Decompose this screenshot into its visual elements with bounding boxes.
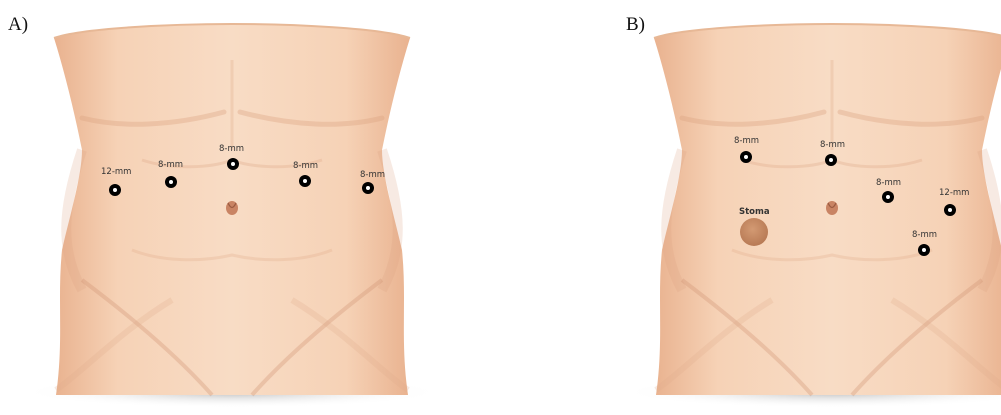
port-label: 8-mm <box>219 144 244 154</box>
port-label: 12-mm <box>939 188 969 198</box>
stoma-marker: Stoma <box>739 207 770 246</box>
port-label: 8-mm <box>876 178 901 188</box>
stoma-circle <box>740 218 768 246</box>
torso-b <box>622 24 1001 408</box>
port-label: 12-mm <box>101 167 131 177</box>
port-label: 8-mm <box>158 160 183 170</box>
port-label: 8-mm <box>912 230 937 240</box>
stoma-label: Stoma <box>739 207 770 217</box>
port-label: 8-mm <box>293 161 318 171</box>
port-label: 8-mm <box>820 140 845 150</box>
torso-a <box>22 24 442 408</box>
port-label: 8-mm <box>360 170 385 180</box>
port-label: 8-mm <box>734 136 759 146</box>
